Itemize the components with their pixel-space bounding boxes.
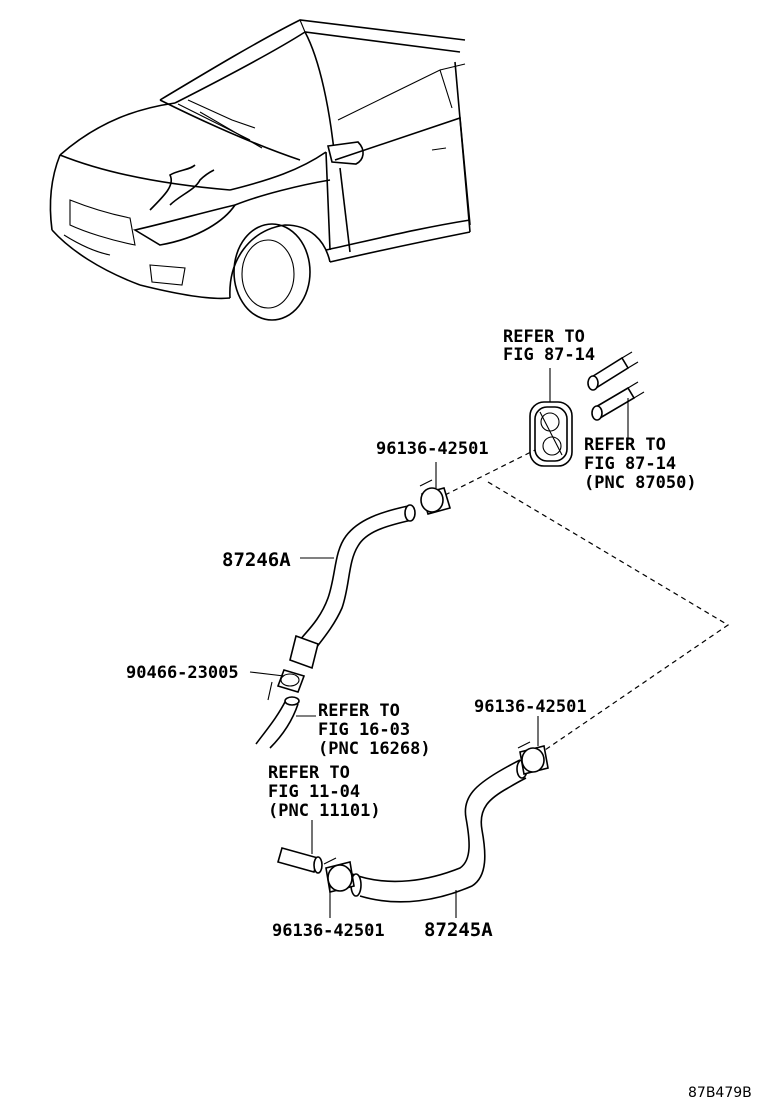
label-clamp-bottom: 96136-42501: [272, 921, 385, 941]
hose-87245a: [350, 759, 528, 903]
hose-87246a: [289, 504, 416, 670]
refer-pipes-line1: REFER TO: [584, 435, 666, 455]
refer-engine-line1: REFER TO: [268, 763, 350, 783]
upper-hose-stub: [255, 696, 300, 749]
label-clamp-right: 96136-42501: [474, 697, 587, 717]
dash-lower: [487, 481, 730, 751]
refer-grommet-line1: REFER TO: [503, 327, 585, 347]
refer-upper-hose-line1: REFER TO: [318, 701, 400, 721]
clip-90466: [276, 669, 306, 693]
grommet: [529, 401, 573, 467]
leader-clip-2: [267, 681, 273, 701]
car-illustration: [49, 19, 471, 321]
heater-pipes: [587, 351, 645, 421]
dash-upper: [444, 449, 536, 496]
refer-grommet-line2: FIG 87-14: [503, 345, 595, 365]
leader-clip: [249, 671, 285, 677]
refer-engine-line3: (PNC 11101): [268, 801, 381, 821]
figure-code: 87B479B: [688, 1085, 752, 1101]
clamp-top: [419, 479, 452, 515]
refer-upper-hose-line3: (PNC 16268): [318, 739, 431, 759]
label-hose-upper: 87246A: [222, 549, 291, 571]
clamp-right: [517, 741, 549, 775]
label-hose-lower: 87245A: [424, 919, 493, 941]
label-clamp-top: 96136-42501: [376, 439, 489, 459]
refer-engine-line2: FIG 11-04: [268, 782, 360, 802]
clamp-bottom: [323, 857, 355, 893]
engine-pipe: [277, 847, 323, 874]
refer-upper-hose-line2: FIG 16-03: [318, 720, 410, 740]
refer-pipes-line2: FIG 87-14: [584, 454, 676, 474]
refer-pipes-line3: (PNC 87050): [584, 473, 697, 493]
label-clip: 90466-23005: [126, 663, 239, 683]
